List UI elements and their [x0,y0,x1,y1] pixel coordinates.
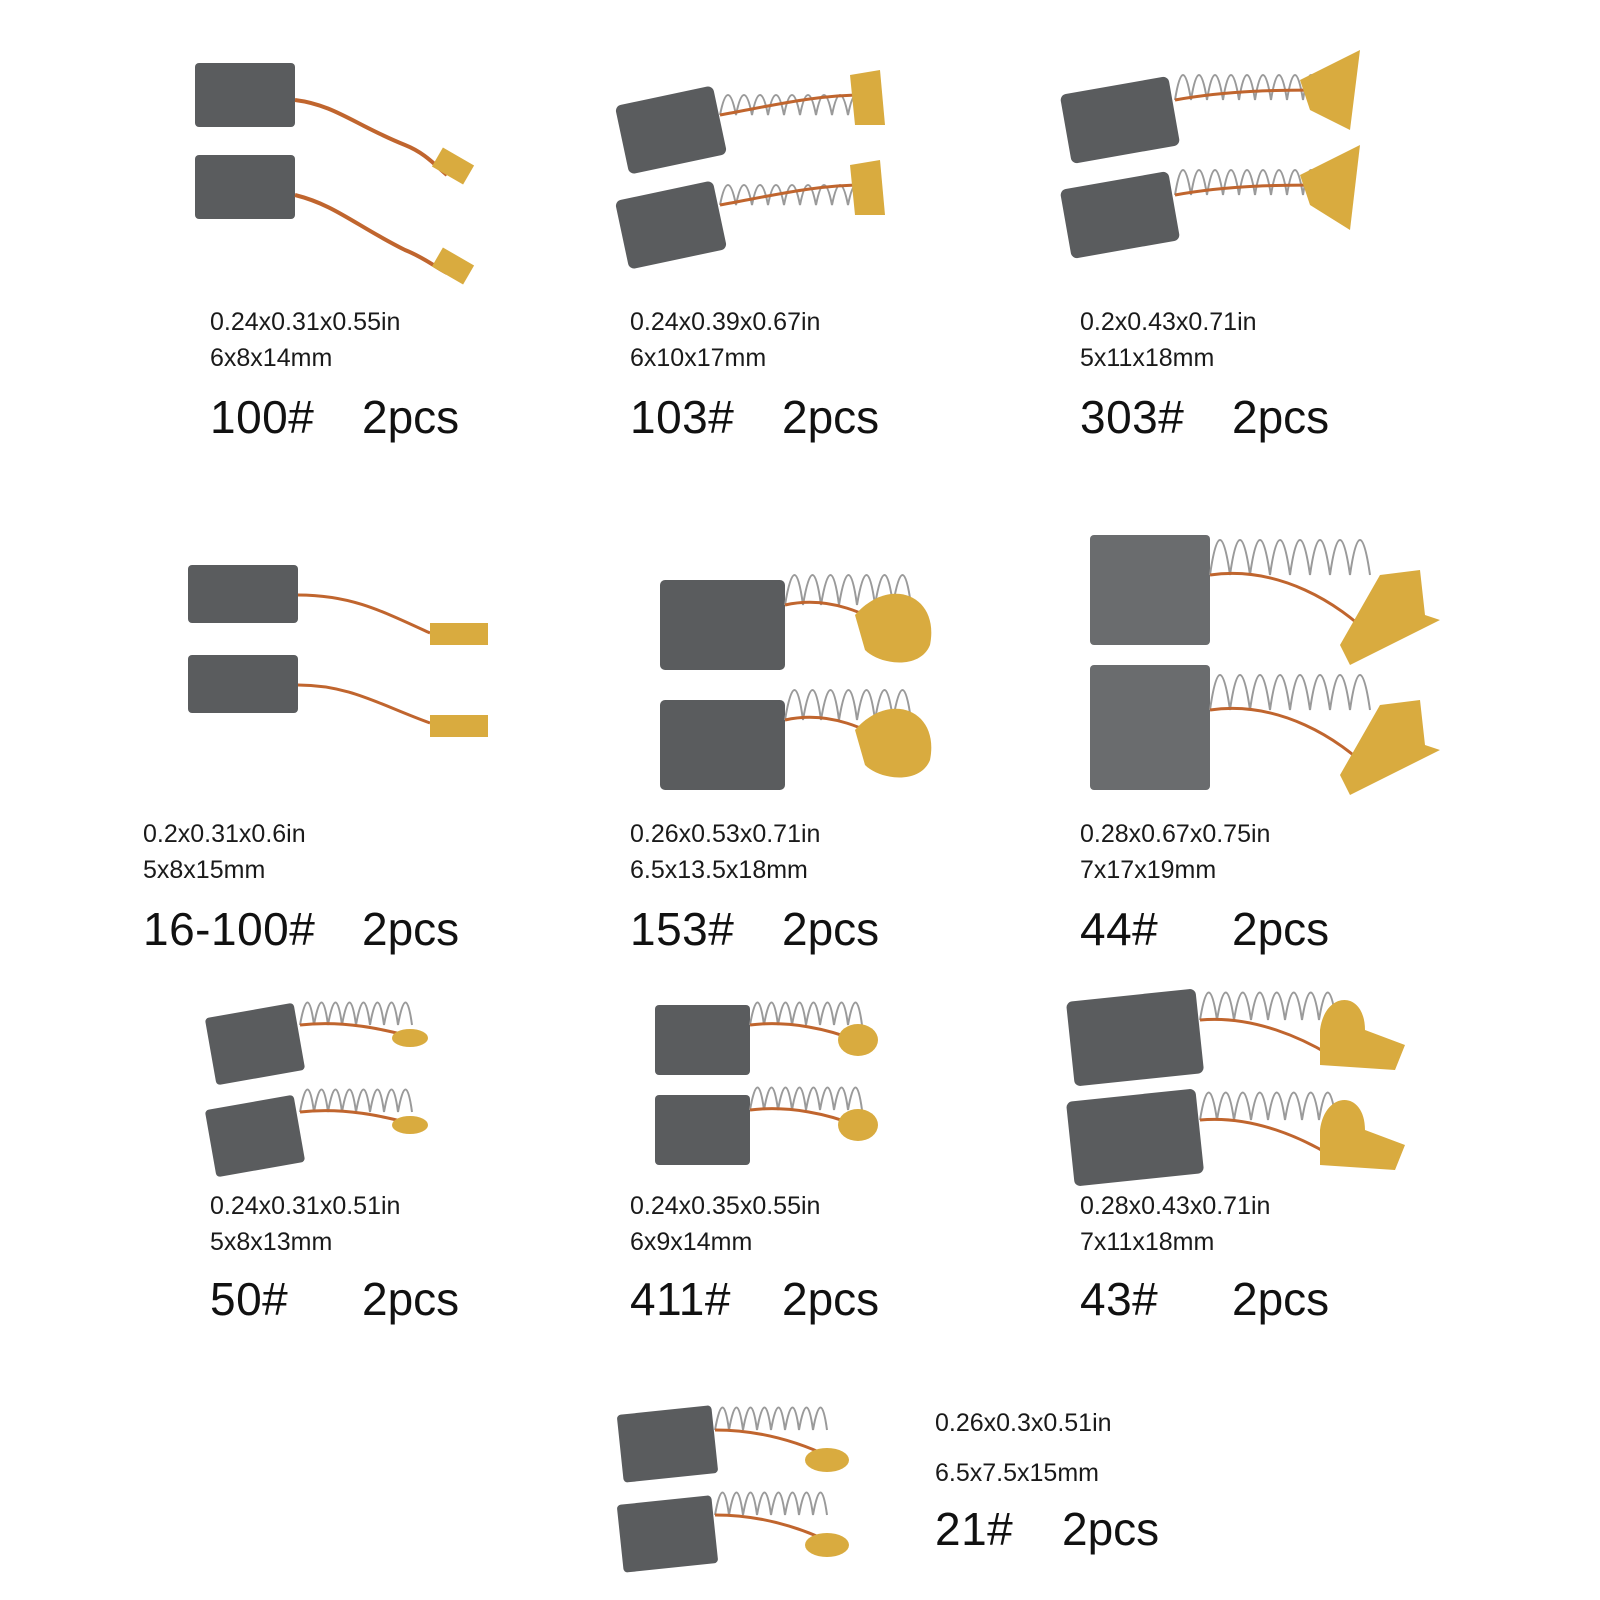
quantity: 2pcs [362,903,460,955]
carbon-brush-pair-image [1066,989,1405,1186]
model-code: 100# [210,391,315,443]
dimension-mm: 6x8x14mm [210,344,333,372]
model-code: 21# [935,1503,1014,1555]
carbon-brush-pair-image [660,574,932,790]
dimension-inch: 0.24x0.35x0.55in [630,1192,821,1220]
dimension-inch: 0.26x0.3x0.51in [935,1409,1112,1437]
dimension-mm: 5x8x15mm [143,856,266,884]
model-code: 16-100# [143,903,316,955]
dimension-mm: 7x17x19mm [1080,856,1217,884]
carbon-brush-pair-image [1090,535,1440,795]
carbon-brush-pair-image [615,70,885,269]
quantity: 2pcs [362,1273,460,1325]
dimension-mm: 6x10x17mm [630,344,767,372]
dimension-inch: 0.28x0.67x0.75in [1080,820,1271,848]
quantity: 2pcs [1232,391,1330,443]
model-code: 43# [1080,1273,1159,1325]
quantity: 2pcs [782,903,880,955]
carbon-brush-pair-image [188,565,488,737]
quantity: 2pcs [1232,1273,1330,1325]
quantity: 2pcs [1062,1503,1160,1555]
dimension-inch: 0.24x0.31x0.55in [210,308,401,336]
dimension-mm: 6.5x7.5x15mm [935,1459,1099,1487]
dimension-inch: 0.2x0.31x0.6in [143,820,306,848]
model-code: 411# [630,1273,731,1325]
dimension-inch: 0.24x0.39x0.67in [630,308,821,336]
quantity: 2pcs [782,1273,880,1325]
dimension-inch: 0.28x0.43x0.71in [1080,1192,1271,1220]
quantity: 2pcs [1232,903,1330,955]
dimension-mm: 6.5x13.5x18mm [630,856,808,884]
quantity: 2pcs [362,391,460,443]
model-code: 303# [1080,391,1185,443]
model-code: 103# [630,391,735,443]
model-code: 44# [1080,903,1159,955]
model-code: 153# [630,903,735,955]
dimension-mm: 5x11x18mm [1080,344,1215,372]
dimension-mm: 7x11x18mm [1080,1228,1215,1256]
dimension-mm: 5x8x13mm [210,1228,333,1256]
dimension-mm: 6x9x14mm [630,1228,753,1256]
dimension-inch: 0.2x0.43x0.71in [1080,308,1257,336]
carbon-brush-pair-image [1060,50,1360,259]
quantity: 2pcs [782,391,880,443]
carbon-brush-pair-image [617,1405,849,1573]
model-code: 50# [210,1273,289,1325]
carbon-brush-pair-image [655,1001,878,1165]
carbon-brush-pair-image [195,63,475,285]
carbon-brush-pair-image [205,1001,428,1177]
dimension-inch: 0.26x0.53x0.71in [630,820,821,848]
dimension-inch: 0.24x0.31x0.51in [210,1192,401,1220]
